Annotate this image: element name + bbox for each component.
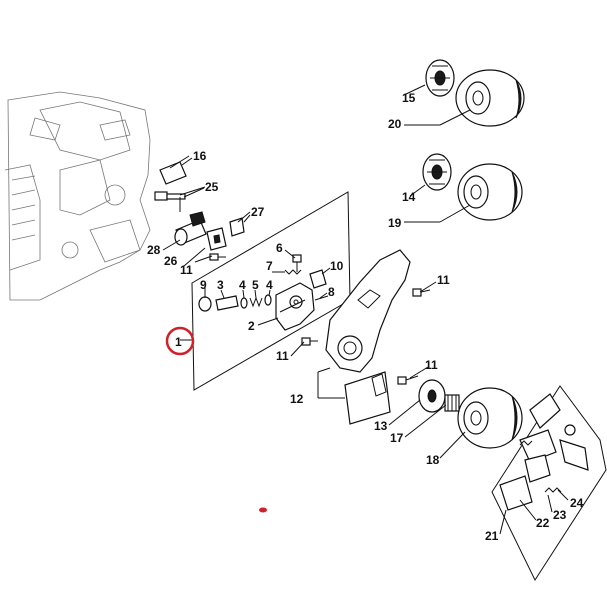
callout-22[interactable]: 22 <box>536 516 550 530</box>
callout-5[interactable]: 5 <box>252 278 259 292</box>
red-marker-dot <box>259 507 267 513</box>
oil-pump-parts <box>198 254 329 331</box>
callout-28[interactable]: 28 <box>147 243 161 257</box>
callout-7[interactable]: 7 <box>266 259 273 273</box>
sprocket-14 <box>422 153 452 191</box>
callout-6[interactable]: 6 <box>276 241 283 255</box>
callout-11d[interactable]: 11 <box>425 358 438 372</box>
callout-10[interactable]: 10 <box>330 259 344 273</box>
part-11-screw-c <box>412 288 431 297</box>
highlight-ring <box>165 326 195 356</box>
engine-block <box>4 91 151 301</box>
callout-25[interactable]: 25 <box>205 180 219 194</box>
callout-21[interactable]: 21 <box>485 529 499 543</box>
callout-26[interactable]: 26 <box>164 254 178 268</box>
callout-19[interactable]: 19 <box>388 216 402 230</box>
callout-14[interactable]: 14 <box>402 190 416 204</box>
callout-20[interactable]: 20 <box>388 117 402 131</box>
drum-18 <box>457 387 523 449</box>
callout-1[interactable]: 1 <box>175 335 182 349</box>
callout-4b[interactable]: 4 <box>266 278 273 292</box>
callout-11b[interactable]: 11 <box>276 349 289 363</box>
callout-18[interactable]: 18 <box>426 453 440 467</box>
drum-20 <box>455 69 525 127</box>
callout-13[interactable]: 13 <box>374 419 388 433</box>
callout-17[interactable]: 17 <box>390 431 404 445</box>
callout-23[interactable]: 23 <box>553 508 567 522</box>
callout-8[interactable]: 8 <box>328 285 335 299</box>
bearing-17 <box>444 394 460 412</box>
part-27-clip <box>229 214 251 237</box>
leader-lines <box>162 84 569 535</box>
drum-19 <box>457 163 523 221</box>
sprocket-13 <box>418 379 446 413</box>
clutch-assembly-21 <box>491 385 607 582</box>
part-25-screw <box>154 187 205 212</box>
callout-24[interactable]: 24 <box>570 496 584 510</box>
callout-9[interactable]: 9 <box>200 278 207 292</box>
callout-2[interactable]: 2 <box>248 319 255 333</box>
callout-15[interactable]: 15 <box>402 91 416 105</box>
sprocket-15 <box>425 59 455 97</box>
part-11-screw-d <box>397 375 419 385</box>
callout-16[interactable]: 16 <box>193 149 207 163</box>
part-11-screw-a <box>209 253 226 261</box>
callout-12[interactable]: 12 <box>290 392 304 406</box>
part-11-screw-b <box>301 337 318 346</box>
part-28-adjuster <box>174 211 207 246</box>
part-16-cover <box>159 157 193 185</box>
callout-labels: 1 2 3 4 4 5 6 7 8 9 10 11 11 11 11 12 13… <box>147 91 584 543</box>
callout-11a[interactable]: 11 <box>180 263 193 277</box>
callout-4a[interactable]: 4 <box>239 278 246 292</box>
callout-11c[interactable]: 11 <box>437 273 450 287</box>
part-26-bracket <box>206 227 227 251</box>
callout-3[interactable]: 3 <box>217 278 224 292</box>
part-12-housing <box>317 249 411 425</box>
callout-27[interactable]: 27 <box>251 205 265 219</box>
